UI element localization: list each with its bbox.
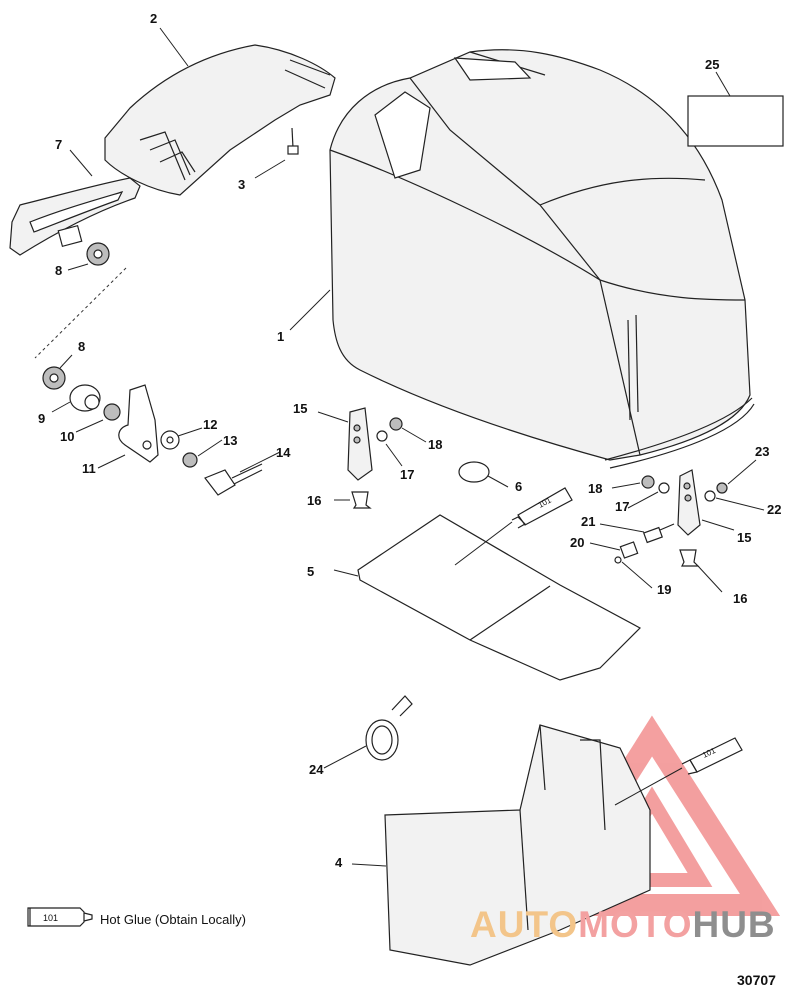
bracket-right bbox=[677, 469, 701, 536]
callout-23: 23 bbox=[755, 444, 770, 459]
stud bbox=[643, 523, 675, 544]
nut-right-2 bbox=[716, 482, 728, 494]
top-cowl bbox=[329, 49, 755, 469]
callout-19: 19 bbox=[657, 582, 672, 597]
callout-12: 12 bbox=[203, 417, 218, 432]
plug bbox=[458, 461, 490, 483]
grommet-left bbox=[351, 491, 372, 509]
grommet-right bbox=[679, 549, 700, 567]
bushing-lower bbox=[42, 366, 66, 390]
callout-1: 1 bbox=[277, 329, 285, 344]
washer-right-2 bbox=[704, 490, 716, 502]
figure-number: 30707 bbox=[737, 972, 776, 988]
callout-13: 13 bbox=[223, 433, 238, 448]
handle bbox=[9, 177, 141, 256]
callout-17a: 17 bbox=[400, 467, 415, 482]
callout-6: 6 bbox=[515, 479, 523, 494]
legend-text: Hot Glue (Obtain Locally) bbox=[100, 912, 246, 927]
callout-7: 7 bbox=[55, 137, 63, 152]
seal-sheet bbox=[357, 514, 641, 681]
callout-2: 2 bbox=[150, 11, 158, 26]
callout-8a: 8 bbox=[55, 263, 63, 278]
callout-15b: 15 bbox=[737, 530, 752, 545]
watermark-part-1: AUTO bbox=[470, 904, 579, 945]
callout-8b: 8 bbox=[78, 339, 86, 354]
watermark-text: AUTOMOTOHUB bbox=[470, 905, 776, 945]
sleeve bbox=[619, 541, 639, 559]
callout-22: 22 bbox=[767, 502, 782, 517]
callout-24: 24 bbox=[309, 762, 324, 777]
latch bbox=[118, 384, 159, 463]
callout-11: 11 bbox=[82, 461, 96, 476]
legend-tube-label: 101 bbox=[43, 913, 58, 923]
top-cover bbox=[104, 44, 336, 196]
callout-3: 3 bbox=[238, 177, 246, 192]
spacer bbox=[69, 384, 101, 412]
callout-16b: 16 bbox=[733, 591, 748, 606]
bolt bbox=[204, 463, 263, 496]
callout-18a: 18 bbox=[428, 437, 443, 452]
lower-shield bbox=[384, 724, 651, 966]
glue-tube-1 bbox=[454, 487, 573, 566]
leader-lines bbox=[51, 27, 765, 867]
screw bbox=[287, 127, 299, 155]
callout-17b: 17 bbox=[615, 499, 630, 514]
bushing-upper bbox=[86, 242, 110, 266]
callout-10: 10 bbox=[60, 429, 75, 444]
watermark-part-3: HUB bbox=[692, 904, 776, 945]
nut-right bbox=[641, 475, 655, 489]
nut-left bbox=[389, 417, 403, 431]
glue-tube-2 bbox=[614, 737, 743, 806]
callout-4: 4 bbox=[335, 855, 343, 870]
nut bbox=[103, 403, 121, 421]
washer bbox=[160, 430, 180, 450]
bracket-left bbox=[347, 407, 373, 481]
watermark-part-2: MOTO bbox=[578, 904, 693, 945]
callout-16a: 16 bbox=[307, 493, 322, 508]
callout-5: 5 bbox=[307, 564, 315, 579]
decal bbox=[687, 95, 784, 147]
washer-left bbox=[376, 430, 388, 442]
callout-18b: 18 bbox=[588, 481, 603, 496]
small-washer bbox=[614, 556, 622, 564]
callout-15a: 15 bbox=[293, 401, 308, 416]
clamp bbox=[365, 695, 413, 761]
lock-washer bbox=[182, 452, 198, 468]
callout-9: 9 bbox=[38, 411, 46, 426]
callout-20: 20 bbox=[570, 535, 585, 550]
callout-25: 25 bbox=[705, 57, 720, 72]
callout-14: 14 bbox=[276, 445, 291, 460]
callout-21: 21 bbox=[581, 514, 596, 529]
legend-tube bbox=[27, 907, 93, 927]
washer-right bbox=[658, 482, 670, 494]
